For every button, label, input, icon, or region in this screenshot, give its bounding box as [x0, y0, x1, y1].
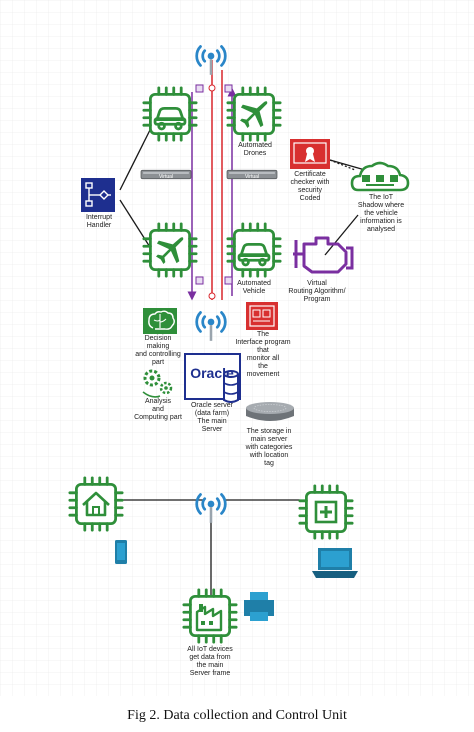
virtual-router-label-right: Virtual [245, 174, 259, 180]
engine-icon [293, 236, 354, 274]
connector-nodes [195, 84, 233, 300]
factory-chip-icon [182, 588, 238, 644]
label-storage-main: The storage in main server with categori… [245, 428, 293, 467]
car-chip-icon [142, 86, 198, 142]
database-icon [223, 370, 239, 403]
brain-icon [143, 308, 177, 334]
home-chip-icon [68, 476, 124, 532]
label-decision-making: Decision making and controlling part [135, 335, 181, 366]
virtual-router-label-left: Virtual [159, 174, 173, 180]
label-automated-drones: Automated Drones [238, 142, 272, 157]
diagram-svg: Oracle Virtual Virtual [0, 0, 474, 696]
label-iot-shadow: The IoT Shadow where the vehicle informa… [357, 194, 405, 233]
label-interrupt-handler: Interrupt Handler [85, 214, 113, 229]
interface-icon [246, 302, 278, 330]
oracle-logo-text: Oracle [190, 365, 234, 381]
label-virtual-routing: Virtual Routing Algorithm/ Program [288, 280, 346, 303]
certificate-icon [290, 139, 330, 169]
airplane-chip-icon [142, 222, 198, 278]
gears-icon [142, 369, 173, 398]
label-oracle-server: Oracle server (data farm) The main Serve… [190, 402, 233, 433]
label-automated-vehicle: Automated Vehicle [237, 280, 271, 295]
label-certificate-checker: Certificate checker with security Coded [290, 171, 330, 202]
cloud-iot-icon [350, 161, 410, 192]
laptop-icon [312, 548, 358, 578]
printer-icon [244, 592, 274, 621]
label-interface-program: The Interface program that monitor all t… [235, 331, 291, 378]
storage-disk-icon [246, 402, 294, 421]
car-chip-icon [226, 222, 282, 278]
airplane-chip-icon [226, 86, 282, 142]
flowchart-icon [81, 178, 115, 212]
smartphone-icon [115, 540, 127, 564]
label-analysis-computing: Analysis and Computing part [134, 398, 182, 421]
figure-caption: Fig 2. Data collection and Control Unit [127, 708, 347, 723]
label-all-iot-devices: All IoT devices get data from the main S… [187, 646, 233, 677]
hospital-chip-icon [298, 484, 354, 540]
